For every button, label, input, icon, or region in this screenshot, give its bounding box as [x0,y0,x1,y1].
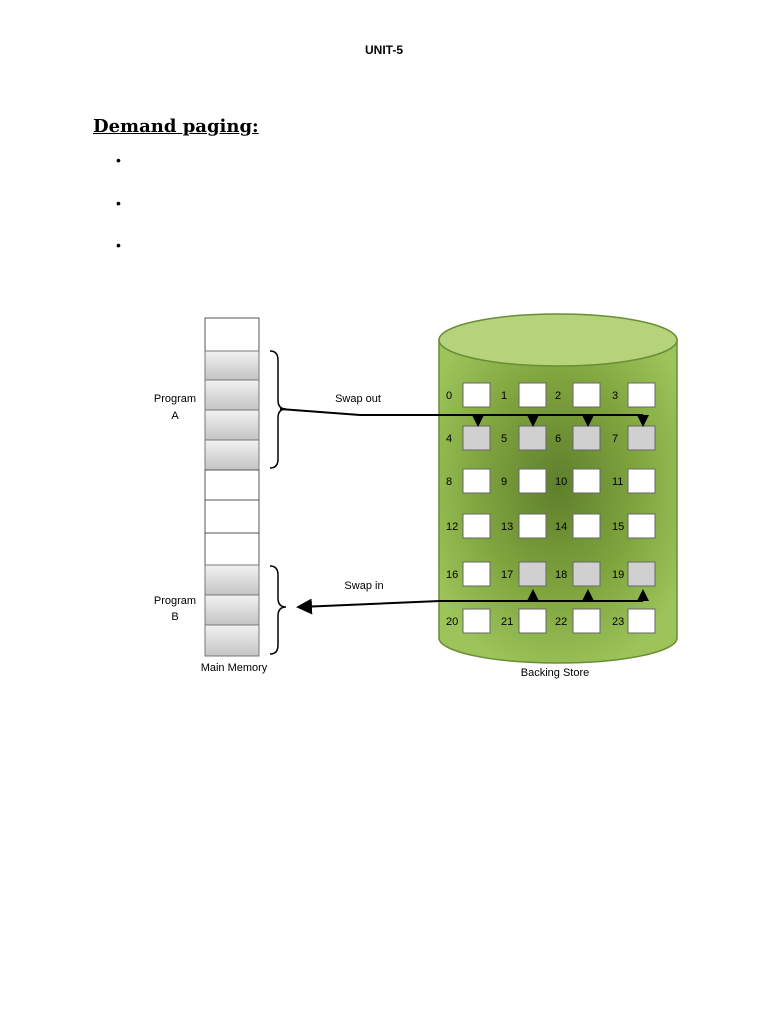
cell-number: 9 [501,476,507,488]
backing-store-frame [462,561,491,587]
cell-number: 7 [612,433,618,445]
cell-number: 22 [555,616,567,628]
cell-number: 1 [501,390,507,402]
swap-in-line [296,598,643,615]
program-a-letter: A [171,410,179,422]
program-b-label: Program [154,595,196,607]
backing-store-frame [627,513,656,539]
cell-number: 4 [446,433,452,445]
backing-store-frame [627,468,656,494]
cell-number: 15 [612,521,624,533]
backing-store-frame [572,513,601,539]
cell-number: 23 [612,616,624,628]
backing-store-label: Backing Store [521,667,589,679]
backing-store-frame [572,608,601,634]
cell-number: 12 [446,521,458,533]
page-header: UNIT-5 [364,43,403,57]
cell-number: 21 [501,616,513,628]
cell-number: 8 [446,476,452,488]
cell-number: 2 [555,390,561,402]
backing-store-frame [462,608,491,634]
backing-store-frame [462,425,491,451]
memory-frame [204,439,260,471]
cell-number: 18 [555,569,567,581]
memory-frame [204,564,260,596]
cylinder-body [438,339,678,664]
cell-number: 19 [612,569,624,581]
memory-frame [204,469,260,501]
cylinder-top [438,313,678,367]
memory-frame [204,499,260,534]
backing-store-frame [627,608,656,634]
section-heading: Demand paging: [93,116,259,137]
cell-number: 20 [446,616,458,628]
backing-store-frame [462,382,491,408]
program-b-letter: B [171,611,178,623]
memory-frame [204,350,260,381]
program-b-brace [269,565,287,655]
backing-store-frame [572,561,601,587]
cell-number: 6 [555,433,561,445]
memory-frame [204,317,260,352]
memory-frame [204,379,260,411]
backing-store-frame [462,513,491,539]
cell-number: 14 [555,521,567,533]
memory-frame [204,532,260,566]
bullet-item-3: • [116,237,121,253]
backing-store-frame [518,608,547,634]
cell-number: 10 [555,476,567,488]
cell-number: 11 [612,476,623,488]
backing-store-frame [572,468,601,494]
backing-store-frame [627,425,656,451]
backing-store [438,313,678,664]
cell-number: 13 [501,521,513,533]
backing-store-frame [572,382,601,408]
cell-number: 16 [446,569,458,581]
backing-store-frame [518,468,547,494]
program-a-label: Program [154,393,196,405]
swap-in-label: Swap in [344,580,383,592]
memory-frame [204,409,260,441]
swap-out-line [279,408,643,416]
backing-store-frame [518,425,547,451]
cell-number: 5 [501,433,507,445]
cell-number: 17 [501,569,513,581]
bullet-item-1: • [116,152,121,168]
backing-store-frame [518,382,547,408]
swap-out-label: Swap out [335,393,381,405]
main-memory-label: Main Memory [201,662,268,674]
cell-number: 3 [612,390,618,402]
backing-store-frame [518,561,547,587]
memory-frame [204,594,260,626]
backing-store-frame [627,382,656,408]
main-memory [204,317,260,657]
cell-number: 0 [446,390,452,402]
backing-store-frame [518,513,547,539]
backing-store-frame [462,468,491,494]
bullet-item-2: • [116,195,121,211]
memory-frame [204,624,260,657]
backing-store-frame [627,561,656,587]
backing-store-frame [572,425,601,451]
